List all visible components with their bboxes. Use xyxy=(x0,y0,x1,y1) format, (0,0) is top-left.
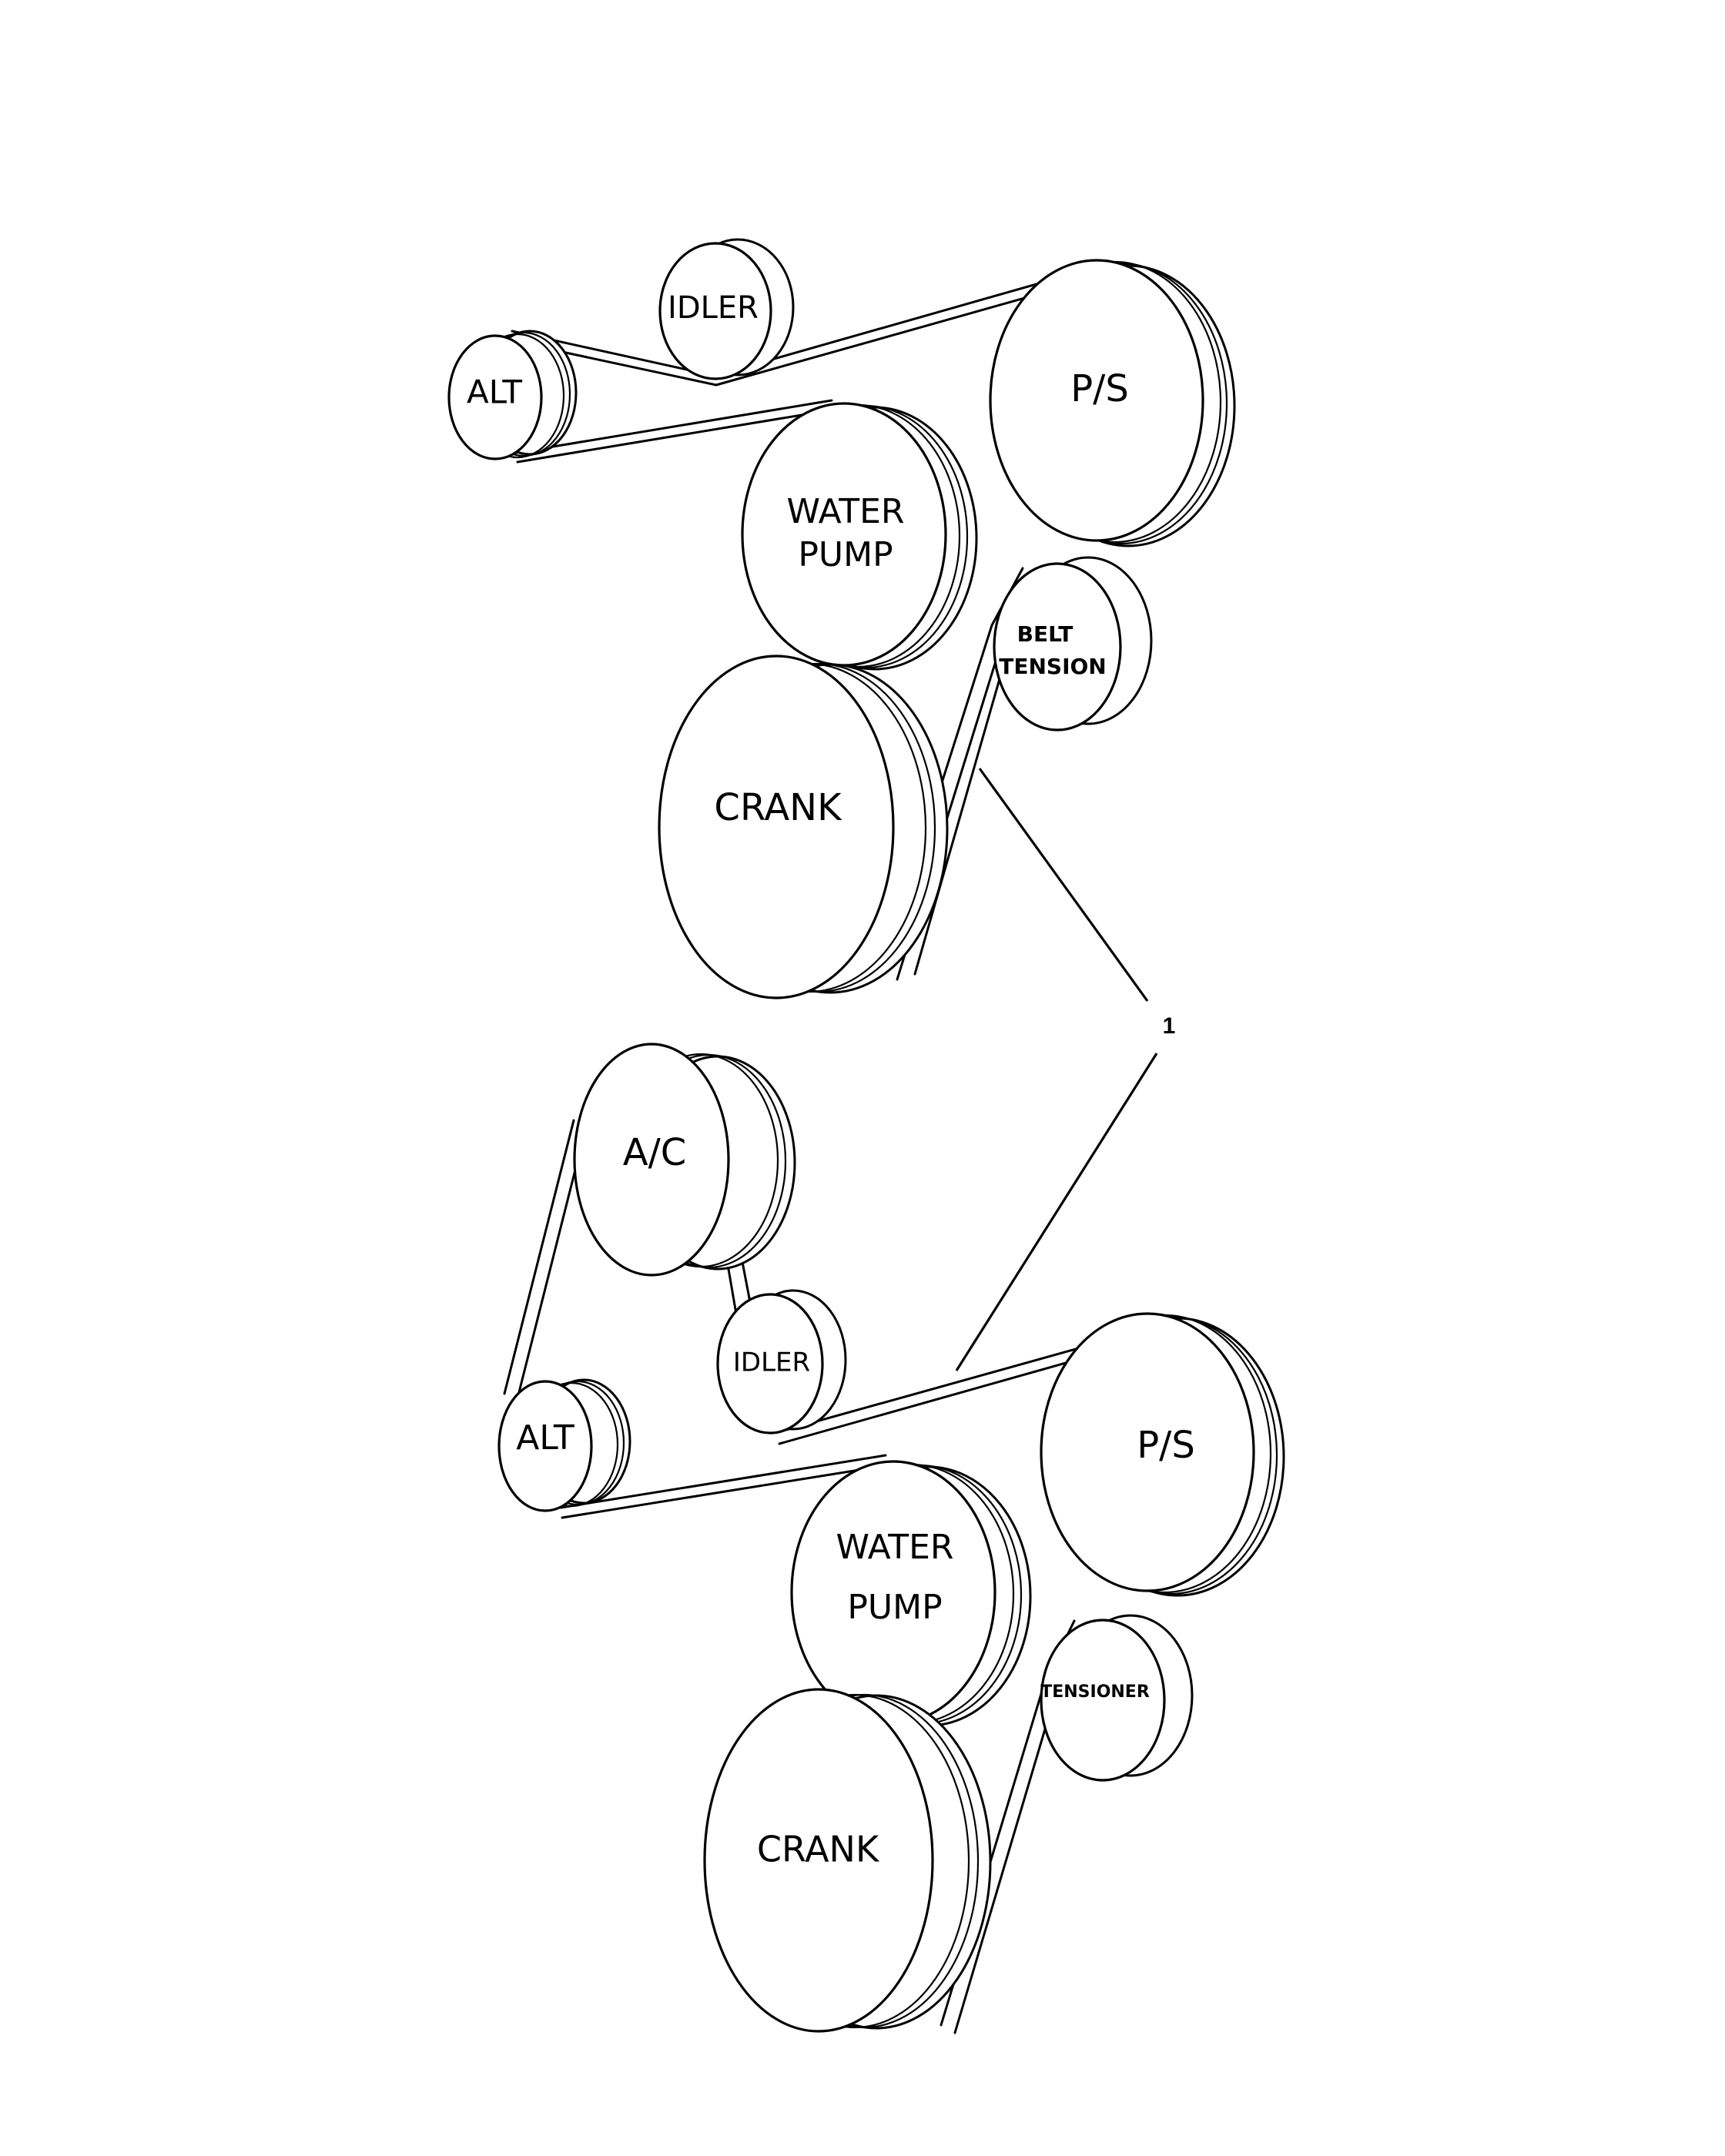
top-crank-label: CRANK xyxy=(714,786,842,829)
top-water-pump-pulley: WATER PUMP xyxy=(741,402,978,671)
bottom-water-pump-label-2: PUMP xyxy=(847,1588,942,1627)
top-idler-pulley: IDLER xyxy=(658,238,795,380)
top-ps-label: P/S xyxy=(1070,367,1129,410)
bottom-ps-pulley: P/S xyxy=(1040,1312,1285,1597)
top-crank-pulley: CRANK xyxy=(658,654,949,999)
top-belt-diagram: IDLER ALT P/S WATER PUMP xyxy=(447,238,1236,999)
callout-leader-bottom xyxy=(955,1053,1158,1371)
bottom-ps-label: P/S xyxy=(1137,1424,1195,1467)
bottom-ac-label: A/C xyxy=(623,1131,687,1174)
bottom-alt-pulley: ALT xyxy=(497,1378,631,1512)
top-belt-tension-pulley: BELT TENSION xyxy=(993,556,1153,732)
top-belt-tension-label-2: TENSION xyxy=(999,654,1106,679)
bottom-water-pump-label-1: WATER xyxy=(836,1528,953,1567)
callout-leader-top xyxy=(978,768,1149,1002)
bottom-tensioner-label: TENSIONER xyxy=(1040,1682,1150,1702)
top-alt-pulley: ALT xyxy=(447,330,578,460)
callout-1: 1 xyxy=(955,768,1176,1371)
bottom-crank-pulley: CRANK xyxy=(703,1688,992,2033)
bottom-idler-pulley: IDLER xyxy=(716,1289,847,1435)
bottom-alt-label: ALT xyxy=(516,1418,574,1458)
top-alt-label: ALT xyxy=(467,373,522,411)
bottom-tensioner-pulley: TENSIONER xyxy=(1040,1614,1194,1782)
bottom-idler-label: IDLER xyxy=(733,1348,810,1378)
callout-number: 1 xyxy=(1163,1013,1176,1039)
top-water-pump-label-1: WATER xyxy=(786,492,904,531)
top-ps-pulley: P/S xyxy=(989,259,1236,547)
top-belt-tension-label-1: BELT xyxy=(1017,621,1074,647)
bottom-water-pump-pulley: WATER PUMP xyxy=(790,1460,1032,1727)
bottom-belt-diagram: A/C IDLER ALT P/S xyxy=(497,1043,1285,2034)
top-idler-label: IDLER xyxy=(668,290,759,326)
bottom-ac-pulley: A/C xyxy=(573,1043,796,1277)
top-water-pump-label-2: PUMP xyxy=(798,535,893,574)
bottom-crank-label: CRANK xyxy=(757,1829,880,1870)
